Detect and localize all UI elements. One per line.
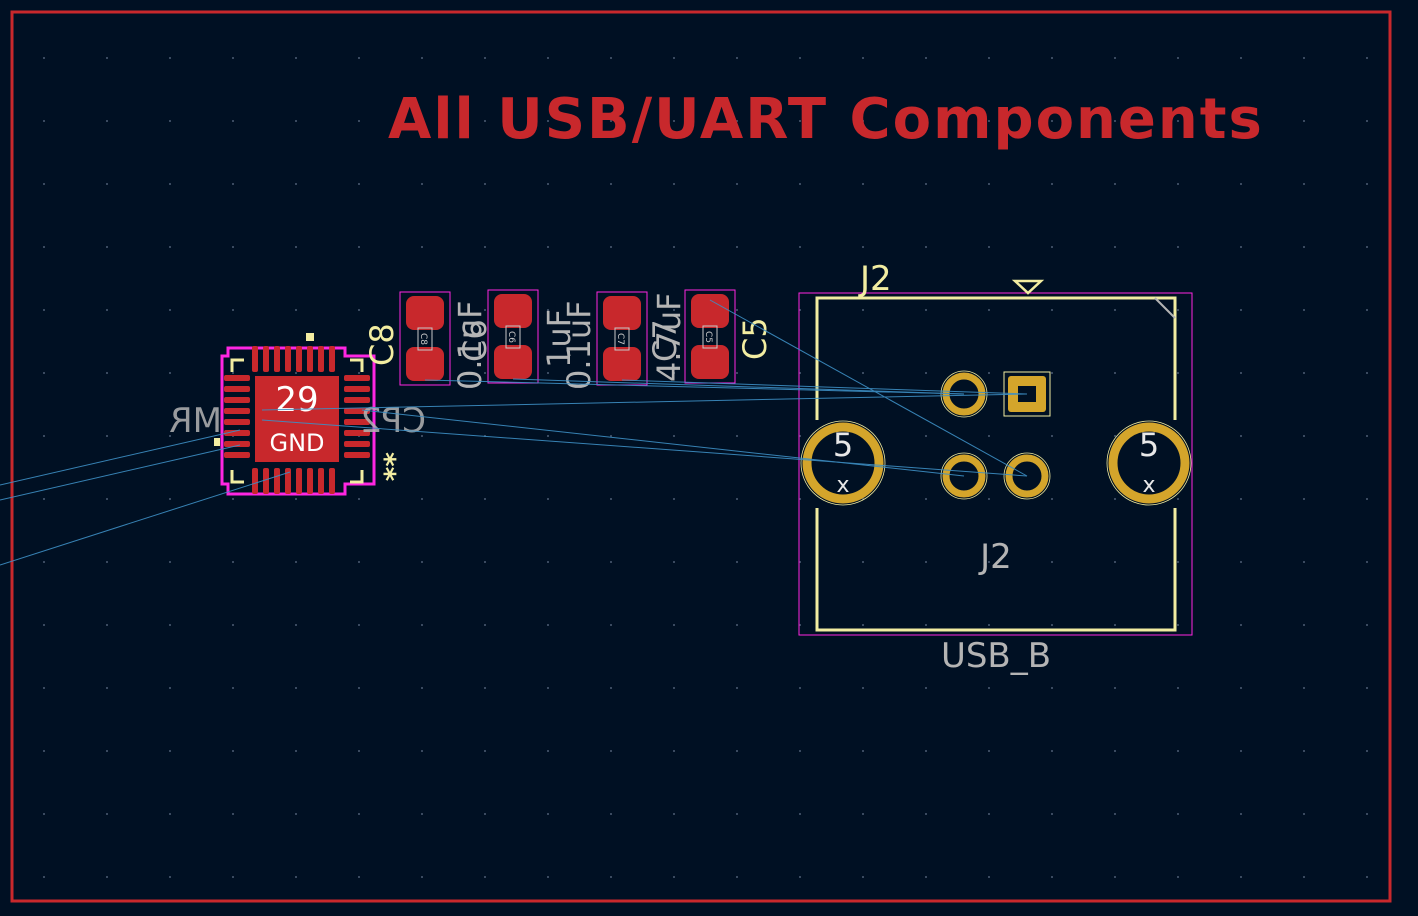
j2-shield-right-net: x bbox=[1142, 473, 1155, 498]
j2-shield-right-outline bbox=[1106, 420, 1192, 506]
capacitor-c6[interactable]: C6 C6 1uF bbox=[456, 289, 578, 384]
c7-body bbox=[614, 327, 630, 351]
j2-value: USB_B bbox=[941, 636, 1051, 676]
c6-pad-1[interactable] bbox=[494, 294, 532, 328]
ic-pads-top[interactable] bbox=[252, 346, 335, 372]
j2-pin1-triangle bbox=[1011, 279, 1045, 295]
c5-pad-1[interactable] bbox=[691, 294, 729, 328]
c7-pad-2[interactable] bbox=[603, 347, 641, 381]
ic-courtyard bbox=[220, 346, 376, 496]
c5-body bbox=[702, 325, 718, 349]
c7-value: 0.1uF bbox=[560, 300, 598, 390]
c8-ref: C8 bbox=[363, 323, 401, 366]
c6-value: 1uF bbox=[540, 309, 578, 368]
ic-pin1-dot bbox=[214, 438, 220, 446]
j2-fab-ref: J2 bbox=[978, 537, 1012, 577]
ic-pad-number: 29 bbox=[275, 380, 318, 420]
ratsnest bbox=[0, 299, 1028, 566]
c8-value: 0.1uF bbox=[451, 300, 489, 390]
board-title[interactable]: All USB/UART Components bbox=[388, 87, 1264, 152]
j2-shield-pad-right[interactable] bbox=[1108, 422, 1190, 504]
j2-shield-left-outline bbox=[800, 420, 886, 506]
c8-pad-2[interactable] bbox=[406, 347, 444, 381]
ic-ref-placeholder: ** bbox=[369, 452, 402, 482]
c7-pad-1[interactable] bbox=[603, 296, 641, 330]
c7-ref: C7 bbox=[646, 319, 684, 362]
j2-courtyard bbox=[798, 292, 1193, 636]
c7-fab-ref: C7 bbox=[615, 333, 625, 345]
board-edge-outline bbox=[10, 10, 1392, 903]
j2-pad-4-outline bbox=[1003, 452, 1051, 500]
j2-shield-left-number: 5 bbox=[833, 426, 853, 464]
j2-pad-3-outline bbox=[940, 452, 988, 500]
ic-footprint[interactable]: 29 GND CP2 MR ** bbox=[169, 333, 426, 496]
c6-fab-ref: C6 bbox=[506, 331, 516, 343]
ic-value-ghost: MR bbox=[169, 401, 222, 441]
j2-shield-left-net: x bbox=[836, 473, 849, 498]
j2-silkscreen-bottom bbox=[815, 508, 1177, 632]
ic-pads-left[interactable] bbox=[224, 375, 250, 458]
capacitor-c8[interactable]: C8 C8 0.1uF bbox=[363, 291, 489, 390]
c5-fab-ref: C5 bbox=[703, 331, 713, 343]
c6-body bbox=[505, 325, 521, 349]
ic-silkscreen-outline bbox=[230, 358, 364, 484]
ic-exposed-pad[interactable] bbox=[255, 376, 339, 462]
c8-body bbox=[417, 327, 433, 351]
c6-ref: C6 bbox=[456, 319, 494, 362]
usb-b-connector[interactable]: J2 J2 USB_B 5 x 5 x bbox=[798, 259, 1193, 676]
j2-shield-right-number: 5 bbox=[1139, 426, 1159, 464]
j2-pad-3[interactable] bbox=[942, 454, 986, 498]
j2-pad-4[interactable] bbox=[1005, 454, 1049, 498]
j2-fab-corner bbox=[1154, 297, 1176, 319]
c8-pad-1[interactable] bbox=[406, 296, 444, 330]
c6-pad-2[interactable] bbox=[494, 345, 532, 379]
c8-fab-ref: C8 bbox=[418, 333, 428, 345]
c5-pad-2[interactable] bbox=[691, 345, 729, 379]
c5-ref: C5 bbox=[736, 317, 774, 360]
ic-pad-net: GND bbox=[269, 429, 324, 457]
capacitor-c7[interactable]: C7 0.1uF C7 bbox=[560, 291, 684, 390]
ic-pads-right[interactable] bbox=[344, 375, 370, 458]
ic-pin1-marker bbox=[306, 333, 314, 341]
c8-courtyard bbox=[399, 291, 451, 386]
c5-value: 4.7uF bbox=[650, 292, 688, 382]
j2-pad-2-outline bbox=[940, 370, 988, 418]
j2-shield-pad-left[interactable] bbox=[802, 422, 884, 504]
j2-ref: J2 bbox=[858, 259, 892, 299]
c6-courtyard bbox=[487, 289, 539, 384]
ic-pads-bottom[interactable] bbox=[252, 468, 335, 494]
